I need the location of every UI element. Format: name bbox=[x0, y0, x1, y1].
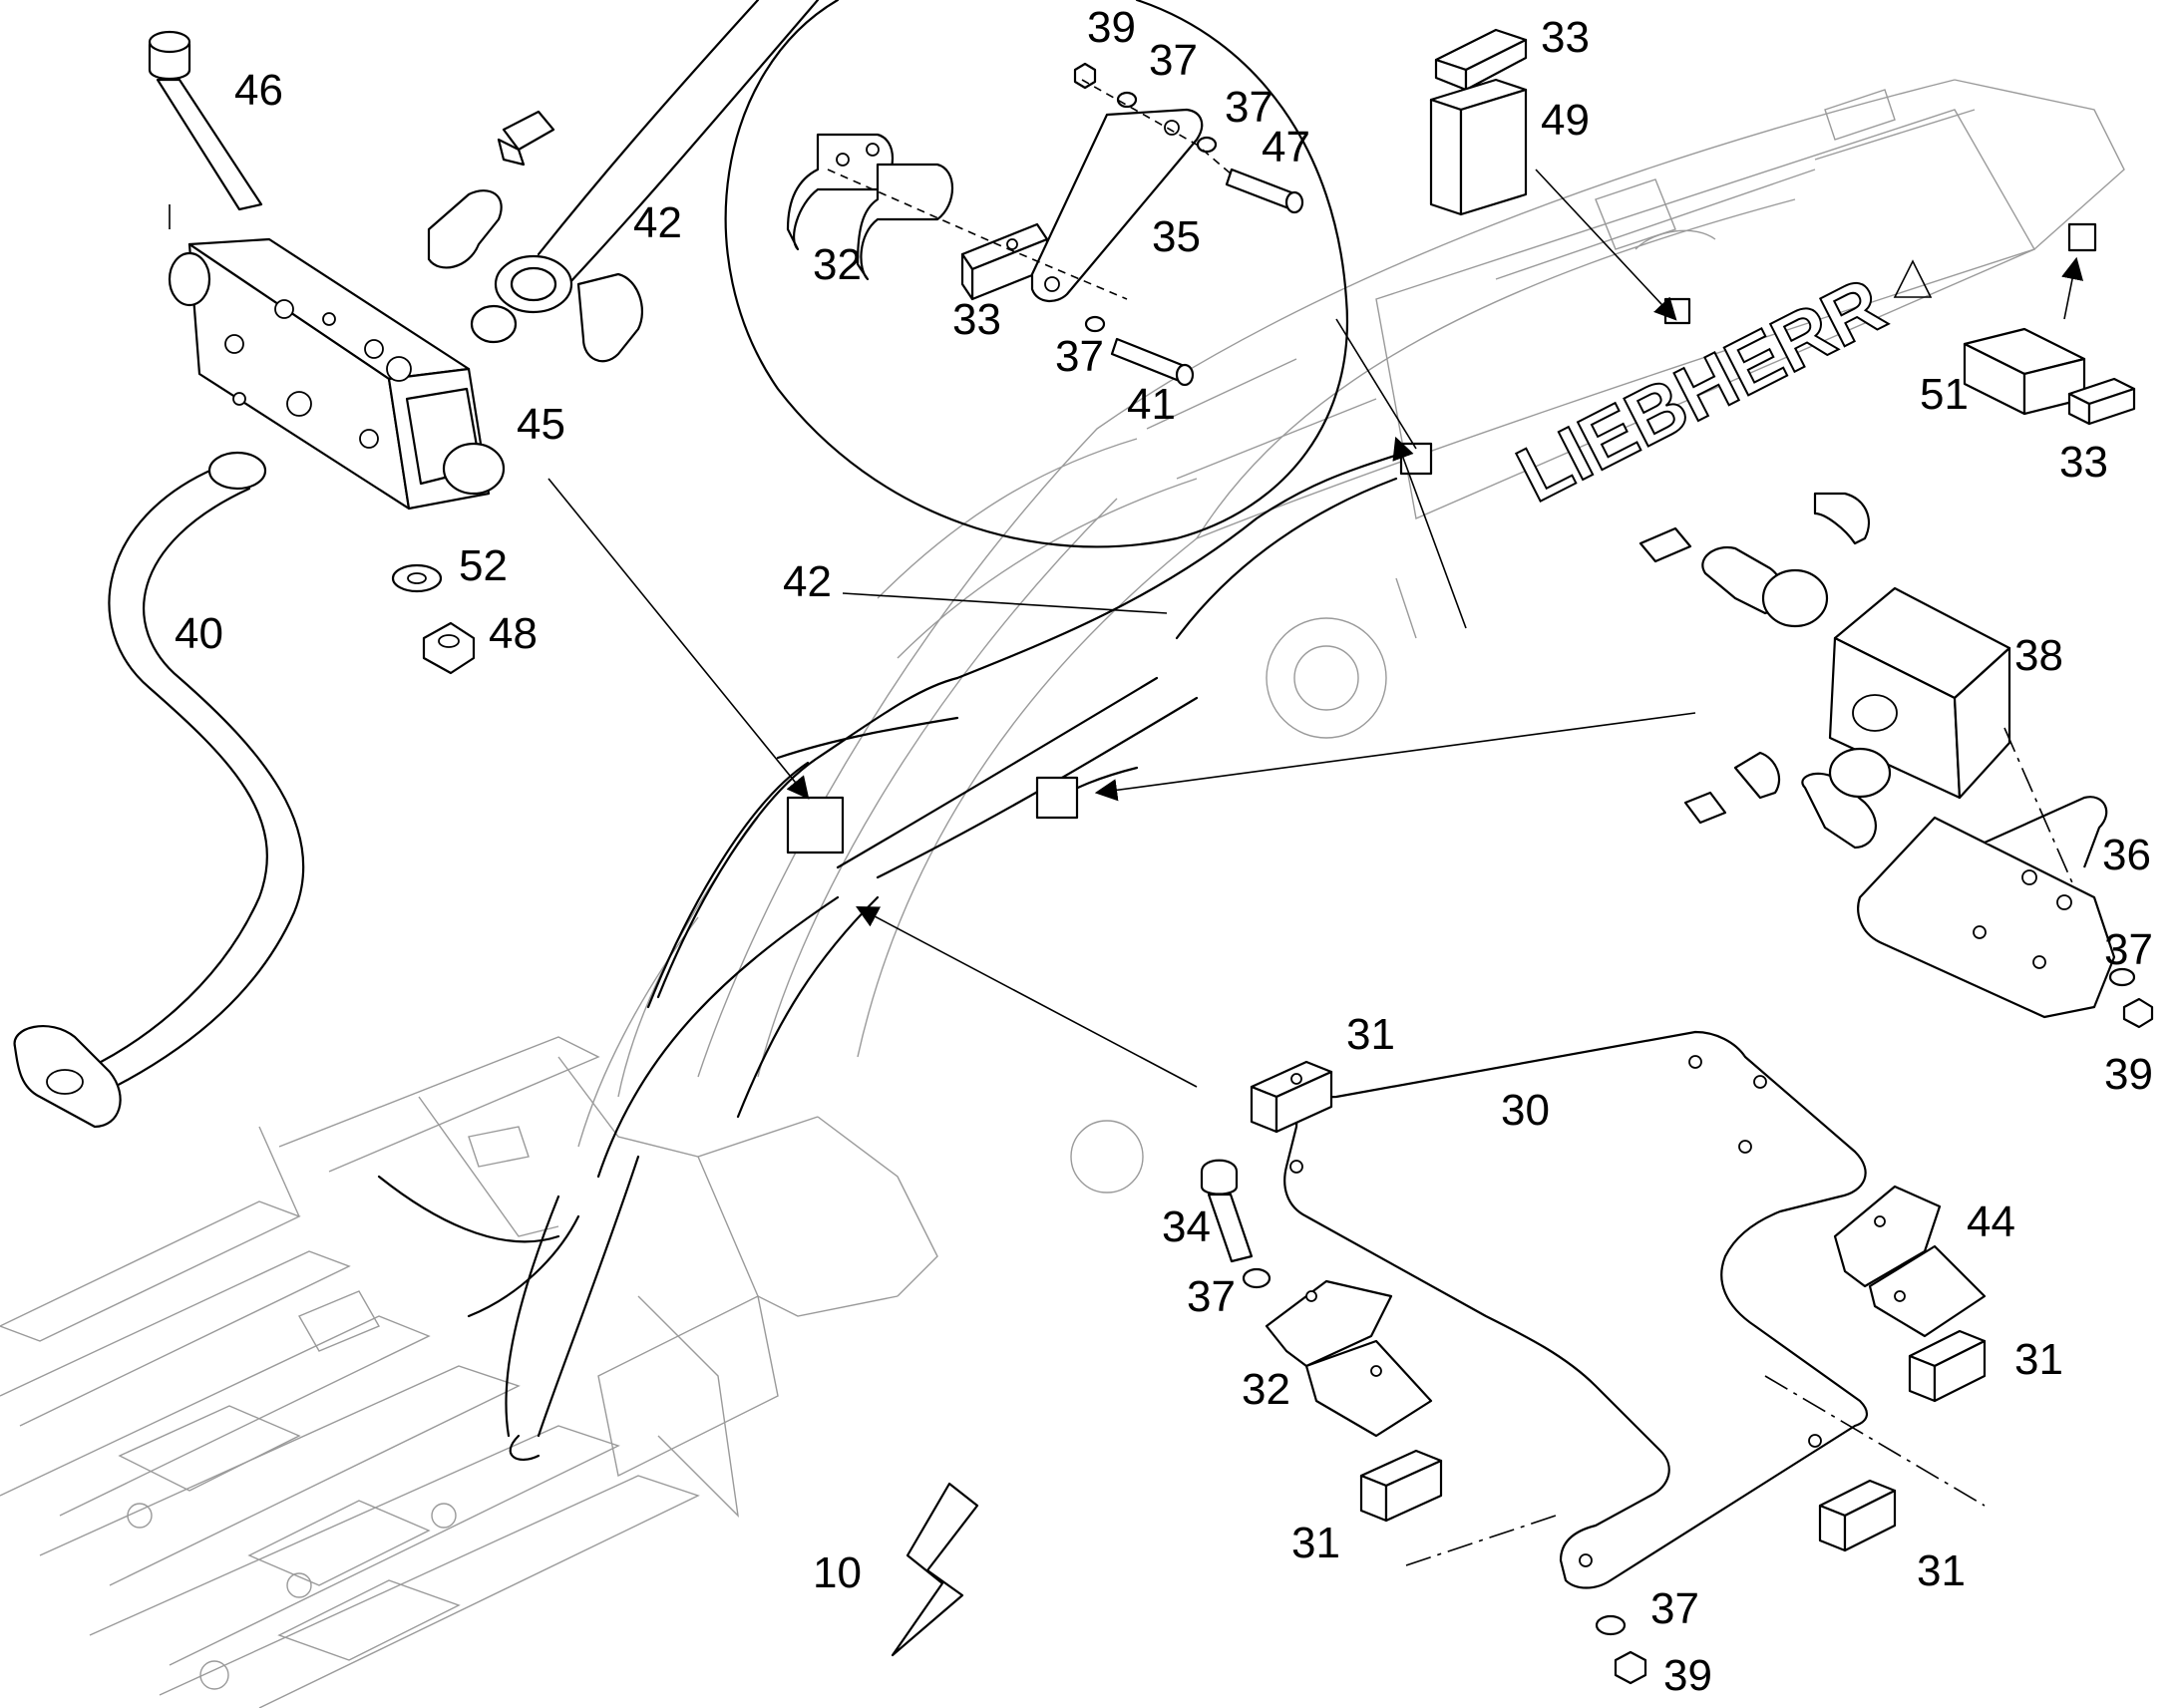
callout-52: 52 bbox=[459, 541, 508, 590]
callout-37: 37 bbox=[1187, 1272, 1236, 1321]
washer-nut-36 bbox=[2108, 967, 2154, 1029]
callout-38: 38 bbox=[2014, 631, 2063, 680]
callout-30: 30 bbox=[1501, 1086, 1550, 1135]
callout-39: 39 bbox=[1087, 3, 1136, 52]
callout-39: 39 bbox=[1663, 1651, 1712, 1700]
callout-44: 44 bbox=[1967, 1197, 2015, 1246]
callout-31: 31 bbox=[2014, 1335, 2063, 1384]
bolt-46 bbox=[148, 30, 263, 211]
callout-37: 37 bbox=[1149, 36, 1198, 85]
callout-32: 32 bbox=[813, 240, 862, 289]
detail-hardware bbox=[827, 62, 1304, 387]
callout-33: 33 bbox=[1541, 13, 1590, 62]
callout-51: 51 bbox=[1920, 370, 1969, 419]
bracket-44 bbox=[1833, 1185, 1987, 1338]
callout-36: 36 bbox=[2102, 831, 2151, 879]
callout-46: 46 bbox=[234, 66, 283, 115]
block-31-d bbox=[1818, 1479, 1897, 1552]
brand-logo: LIEBHERR bbox=[1504, 260, 1898, 518]
plate-30 bbox=[1283, 1030, 1868, 1589]
washer-52 bbox=[391, 563, 443, 593]
callout-37: 37 bbox=[1650, 1584, 1699, 1633]
bracket-32-lower bbox=[1265, 1279, 1433, 1438]
callout-31: 31 bbox=[1346, 1010, 1395, 1059]
boom-arm bbox=[577, 79, 2125, 1194]
leader-lines bbox=[169, 169, 2084, 1088]
callout-42: 42 bbox=[783, 557, 832, 606]
detail-plate-35 bbox=[1030, 108, 1204, 302]
block-31-a bbox=[1250, 1060, 1333, 1134]
detail-block-33 bbox=[960, 222, 1049, 301]
bracket-installed bbox=[1035, 776, 1079, 820]
callout-40: 40 bbox=[175, 609, 223, 658]
callout-39: 39 bbox=[2104, 1050, 2153, 1099]
callout-33: 33 bbox=[952, 295, 1001, 344]
callout-37: 37 bbox=[1055, 332, 1104, 381]
callout-labels: 46 42 45 52 48 40 39 37 37 47 35 32 33 3… bbox=[175, 3, 2153, 1700]
flange-half-top bbox=[427, 189, 643, 363]
warning-triangle-icon bbox=[1893, 259, 1933, 298]
callout-48: 48 bbox=[489, 609, 538, 658]
assembly-centerlines bbox=[1405, 727, 2075, 1566]
block-33-top bbox=[1434, 28, 1528, 92]
washer-nut-30 bbox=[1595, 1614, 1647, 1685]
bracket-36 bbox=[1857, 796, 2116, 1019]
block-51 bbox=[1963, 327, 2086, 416]
callout-37: 37 bbox=[1225, 83, 1273, 132]
callout-10: 10 bbox=[813, 1548, 862, 1597]
block-31-c bbox=[1359, 1449, 1443, 1523]
callout-35: 35 bbox=[1152, 212, 1201, 261]
callout-45: 45 bbox=[517, 400, 565, 449]
callout-47: 47 bbox=[1262, 123, 1310, 171]
block-33-right bbox=[2067, 377, 2136, 426]
chassis-frame bbox=[0, 1036, 938, 1708]
screw-small bbox=[497, 110, 555, 167]
block-49 bbox=[1429, 78, 1528, 216]
bolt-34 bbox=[1200, 1159, 1272, 1289]
detail-circle bbox=[724, 0, 1417, 548]
flange-half-38-left bbox=[1638, 492, 1870, 628]
callout-33: 33 bbox=[2059, 438, 2108, 487]
callout-31: 31 bbox=[1917, 1546, 1966, 1595]
pipe-40 bbox=[13, 451, 305, 1129]
callout-41: 41 bbox=[1127, 380, 1176, 429]
callout-49: 49 bbox=[1541, 96, 1590, 145]
flange-half-38-right bbox=[1683, 747, 1892, 850]
callout-34: 34 bbox=[1162, 1202, 1211, 1251]
block-31-b bbox=[1908, 1329, 1987, 1403]
callout-31: 31 bbox=[1291, 1519, 1340, 1567]
callout-32: 32 bbox=[1242, 1365, 1290, 1414]
nut-48 bbox=[422, 621, 476, 675]
callout-42: 42 bbox=[633, 198, 682, 247]
hose-routing bbox=[377, 222, 2097, 1461]
oring-top bbox=[470, 304, 518, 344]
valve-block-installed bbox=[786, 796, 845, 854]
electrical-lightning-icon bbox=[891, 1482, 979, 1657]
callout-37: 37 bbox=[2104, 925, 2153, 974]
valve-block-38 bbox=[1828, 586, 2011, 800]
pipe-42 bbox=[494, 0, 820, 314]
valve-block-45 bbox=[168, 237, 506, 511]
